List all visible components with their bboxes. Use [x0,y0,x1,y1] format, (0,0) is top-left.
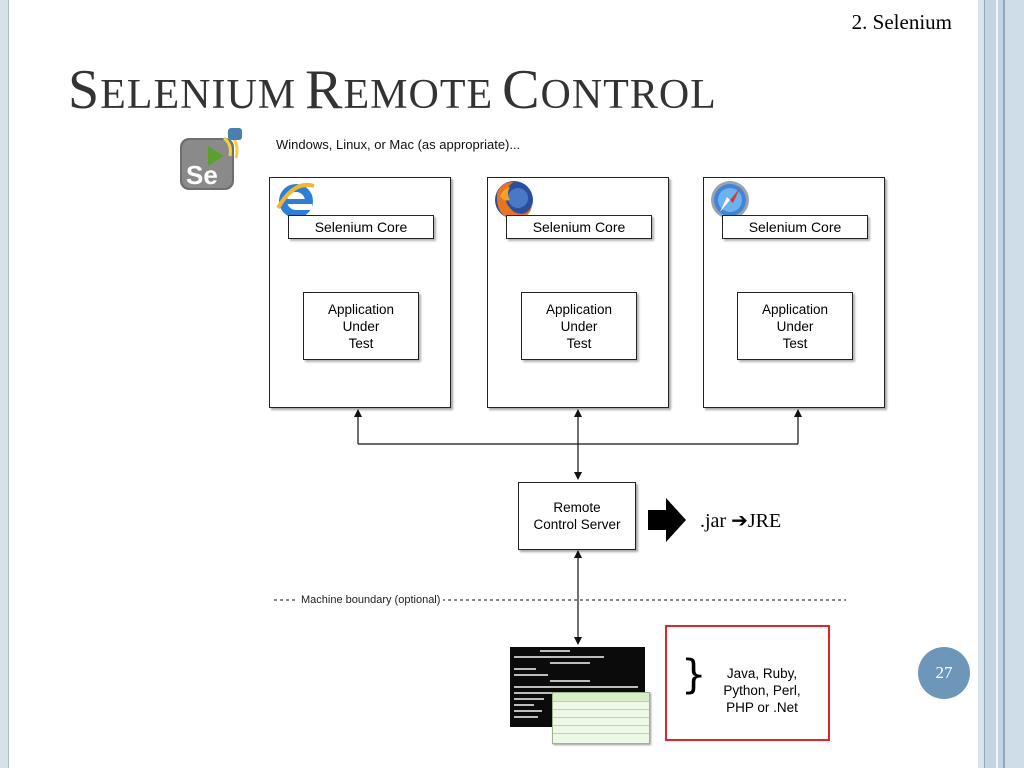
selenium-core-box: Selenium Core [722,215,868,239]
left-border [0,0,9,768]
title-letter: C [502,59,541,121]
server-line: Control Server [533,517,621,532]
language-line: Java, Ruby, [726,666,798,681]
application-under-test-box: Application Under Test [303,292,419,360]
aut-line: Under [342,318,380,334]
title-part: ONTROL [540,72,717,118]
section-label: 2. Selenium [851,10,952,34]
application-under-test-box: Application Under Test [521,292,637,360]
title-letter: S [68,59,101,121]
languages-list: Java, Ruby, Python, Perl, PHP or .Net [703,665,821,716]
language-line: Python, Perl, [723,683,801,698]
browser-box-safari: Selenium Core Application Under Test [703,177,885,408]
remote-control-server-box: Remote Control Server [518,482,636,550]
browser-box-ie: Selenium Core Application Under Test [269,177,451,408]
aut-line: Application [327,301,395,317]
title-part: EMOTE [343,72,494,118]
slide-number-badge: 27 [918,647,970,699]
aut-line: Application [761,301,829,317]
language-line: PHP or .Net [726,700,798,715]
application-under-test-box: Application Under Test [737,292,853,360]
jar-jre-text: .jar ➔JRE [700,510,782,532]
aut-line: Test [782,335,808,351]
test-results-screenshot [552,692,650,744]
selenium-logo: Se [180,128,242,190]
internet-explorer-icon [276,183,315,218]
right-arrow-icon [648,498,686,542]
curly-brace: } [681,652,707,698]
selenium-core-box: Selenium Core [288,215,434,239]
aut-line: Test [348,335,374,351]
machine-boundary-label: Machine boundary (optional) [298,594,444,606]
logo-text: Se [186,160,218,190]
selenium-core-box: Selenium Core [506,215,652,239]
title-letter: R [305,59,344,121]
browser-box-firefox: Selenium Core Application Under Test [487,177,669,408]
safari-icon [711,181,749,219]
server-line: Remote [553,500,601,515]
slide-title: SELENIUM REMOTE CONTROL [68,62,717,118]
aut-line: Under [560,318,598,334]
client-languages-box: } Java, Ruby, Python, Perl, PHP or .Net [665,625,830,741]
firefox-icon [495,181,533,219]
aut-line: Test [566,335,592,351]
os-label: Windows, Linux, or Mac (as appropriate).… [276,137,521,152]
aut-line: Under [776,318,814,334]
aut-line: Application [545,301,613,317]
right-decorative-band [978,0,1024,768]
title-part: ELENIUM [100,72,297,118]
